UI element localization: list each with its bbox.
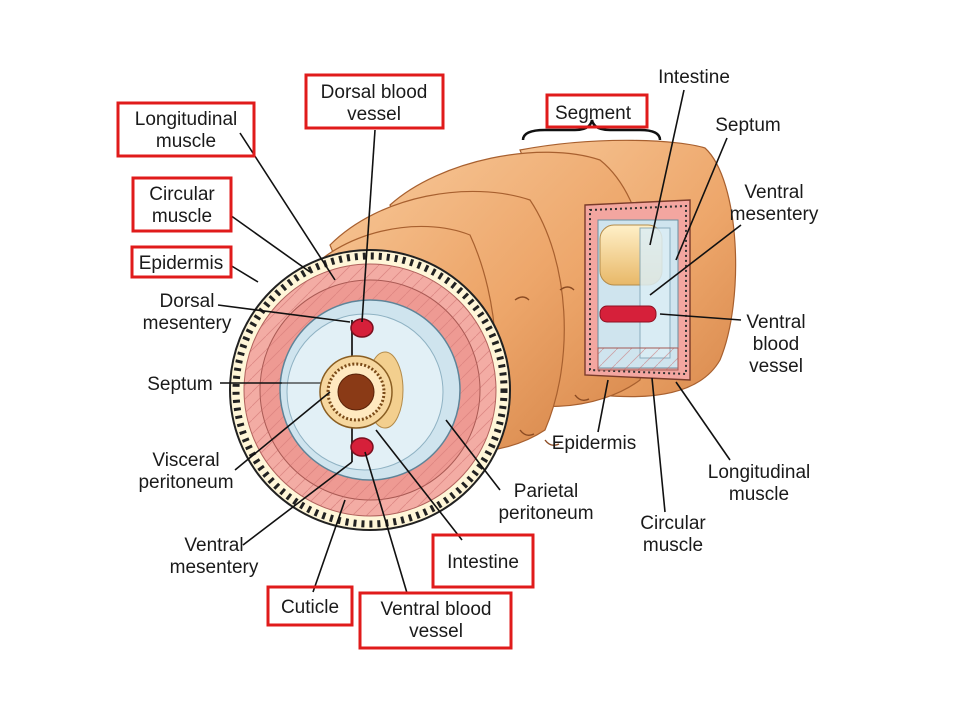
- label-line: vessel: [347, 104, 401, 125]
- intestine-lumen: [337, 373, 375, 411]
- label-line: muscle: [729, 484, 789, 505]
- label-line: Epidermis: [552, 433, 636, 454]
- label-line: Circular: [640, 513, 706, 534]
- label-line: Ventral: [744, 182, 803, 203]
- label-line: mesentery: [170, 557, 259, 578]
- highlight-cuticle: [266, 585, 354, 627]
- label-line: mesentery: [730, 204, 819, 225]
- label-line: Longitudinal: [708, 462, 810, 483]
- highlight-longitudinal-muscle: [116, 101, 256, 158]
- label-line: Septum: [147, 374, 212, 395]
- label-line: Circular: [149, 184, 215, 205]
- label-line: mesentery: [143, 313, 232, 334]
- label-line: peritoneum: [138, 472, 233, 493]
- highlight-segment: [545, 93, 649, 129]
- epidermis-ring: [232, 252, 508, 528]
- label-septum-right: Septum: [715, 115, 780, 136]
- label-line: blood: [753, 334, 800, 355]
- label-line: Epidermis: [139, 253, 223, 274]
- label-line: Septum: [715, 115, 780, 136]
- cutaway-window: [584, 199, 691, 381]
- label-line: Parietal: [514, 481, 578, 502]
- label-line: Longitudinal: [135, 109, 237, 130]
- label-line: muscle: [156, 131, 216, 152]
- label-line: Dorsal blood: [321, 82, 428, 103]
- highlight-intestine: [431, 533, 535, 589]
- label-epidermis-left: Epidermis: [139, 253, 223, 274]
- segment-bracket: [521, 119, 662, 141]
- label-line: Visceral: [152, 450, 219, 471]
- label-cuticle: Cuticle: [281, 597, 339, 618]
- cutaway-muscle-band: [597, 347, 679, 371]
- highlight-dorsal-blood-vessel: [304, 73, 445, 130]
- label-line: vessel: [749, 356, 803, 377]
- label-epidermis-right: Epidermis: [552, 433, 636, 454]
- label-line: Dorsal: [160, 291, 215, 312]
- label-septum-left: Septum: [147, 374, 212, 395]
- ventral-blood-vessel: [350, 437, 374, 457]
- label-line: Intestine: [447, 552, 519, 573]
- highlight-epidermis: [130, 245, 233, 279]
- cross-section: [229, 249, 511, 531]
- label-line: Ventral: [184, 535, 243, 556]
- label-line: peritoneum: [498, 503, 593, 524]
- highlight-circular-muscle: [131, 176, 233, 233]
- highlight-boxes: [116, 73, 649, 650]
- label-intestine-bottom: Intestine: [447, 552, 519, 573]
- highlight-ventral-blood-vessel: [358, 591, 513, 650]
- setae: [514, 286, 590, 447]
- label-segment: Segment: [555, 103, 632, 124]
- label-intestine-top: Intestine: [658, 67, 730, 88]
- label-line: Ventral blood: [381, 599, 492, 620]
- label-line: Ventral: [746, 312, 805, 333]
- leader-lines: [217, 89, 742, 594]
- label-line: muscle: [643, 535, 703, 556]
- label-line: Cuticle: [281, 597, 339, 618]
- label-line: vessel: [409, 621, 463, 642]
- label-line: Segment: [555, 103, 632, 124]
- cutaway-septum: [639, 227, 671, 359]
- cutaway-blood-vessel: [599, 305, 657, 323]
- label-line: muscle: [152, 206, 212, 227]
- label-line: Intestine: [658, 67, 730, 88]
